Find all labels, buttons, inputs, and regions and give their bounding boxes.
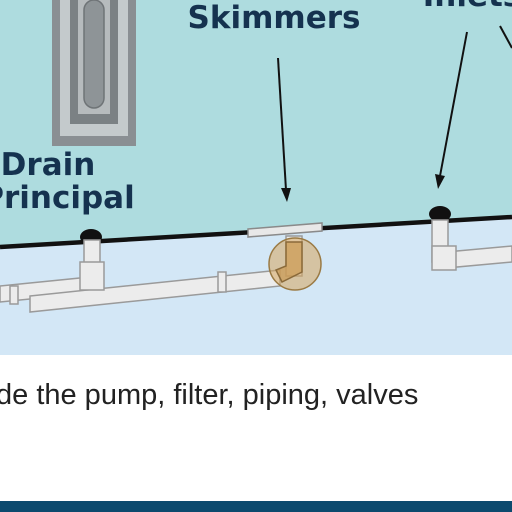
drain-label-line1: Drain (1, 147, 96, 183)
skimmers-label: Skimmers (188, 0, 361, 36)
caption-line: de the pump, filter, piping, valves (0, 379, 419, 411)
footer-bar (0, 501, 512, 512)
skimmer-plate (247, 222, 323, 238)
caption-text: de the pump, filter, piping, valves (0, 371, 512, 419)
skimmer-elbow (274, 241, 303, 284)
inlet-drain-dot (429, 206, 451, 222)
callout-arrows (277, 25, 512, 202)
pool-ladder (52, 0, 136, 146)
inlets-label: Inlets (423, 0, 512, 14)
drain-label-line2: Principal (0, 180, 135, 216)
pool-plumbing-diagram: Skimmers Inlets Drain Principal (0, 0, 512, 355)
